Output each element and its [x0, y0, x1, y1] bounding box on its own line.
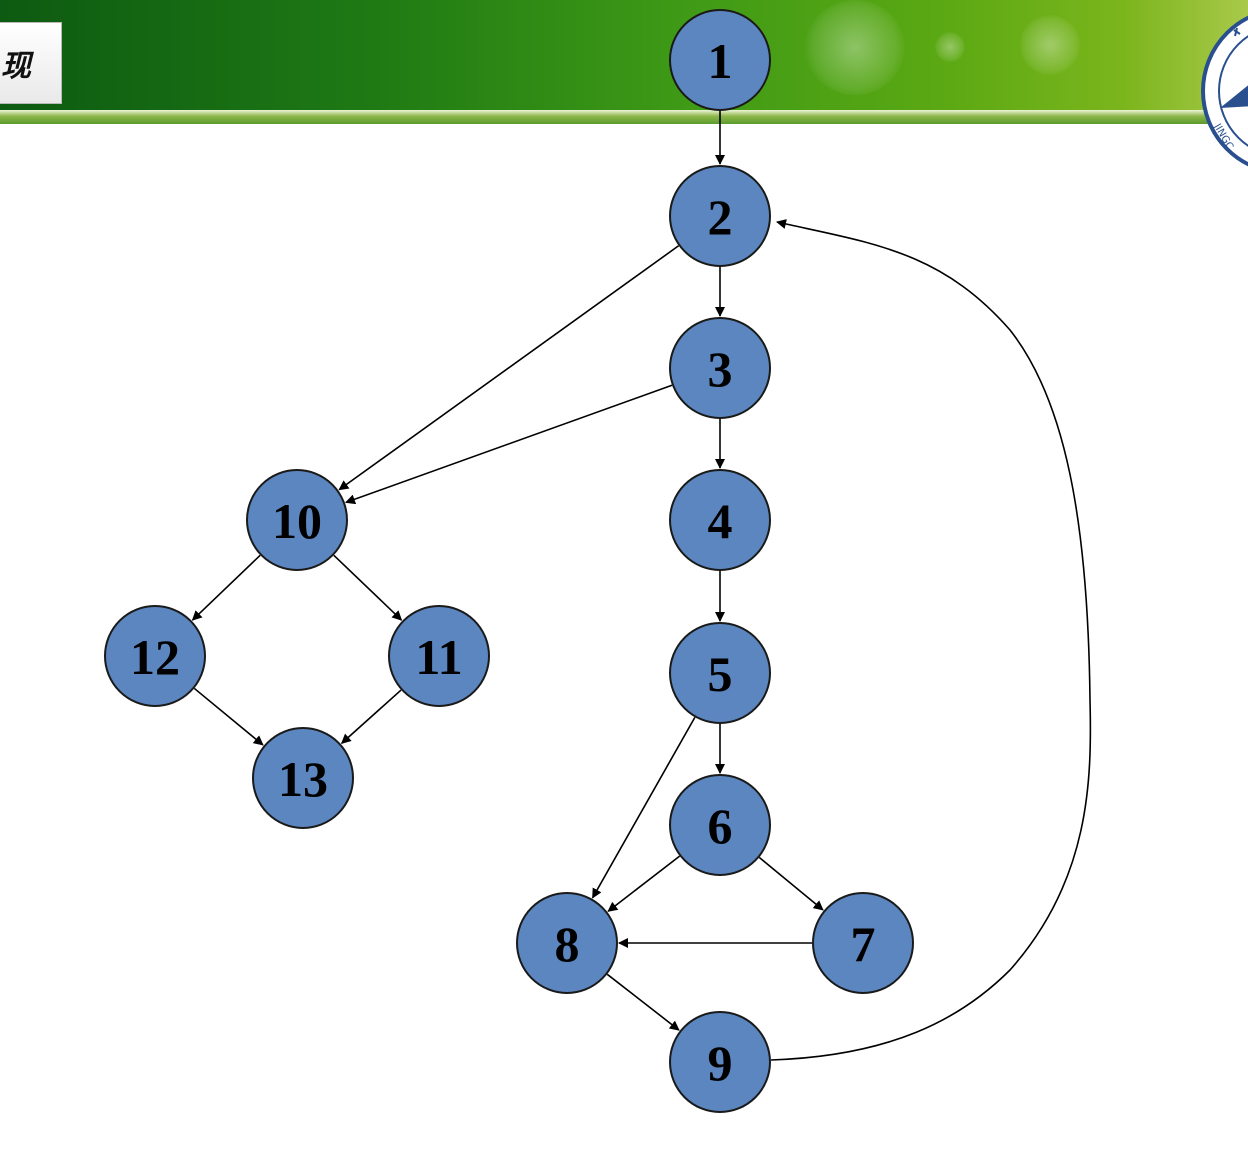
node-circle — [246, 469, 348, 571]
slide-title-box: 现 — [0, 22, 62, 104]
node-2: 2 — [669, 165, 771, 267]
decorative-bubble-medium — [1020, 15, 1080, 75]
node-5: 5 — [669, 622, 771, 724]
node-9: 9 — [669, 1011, 771, 1113]
edge-3-to-10 — [344, 384, 673, 505]
node-12: 12 — [104, 605, 206, 707]
node-circle — [669, 774, 771, 876]
edge-12-to-13 — [193, 687, 264, 746]
node-3: 3 — [669, 317, 771, 419]
node-1: 1 — [669, 9, 771, 111]
node-circle — [669, 622, 771, 724]
node-label: 5 — [708, 646, 733, 702]
node-label: 8 — [555, 916, 580, 972]
node-label: 10 — [272, 493, 322, 549]
decorative-bubble-small — [935, 32, 965, 62]
edge-9-to-2 — [770, 219, 1092, 1061]
node-4: 4 — [669, 469, 771, 571]
node-label: 13 — [278, 751, 328, 807]
decorative-bubble-large — [805, 0, 905, 95]
node-label: 7 — [851, 916, 876, 972]
slide-title: 现 — [1, 49, 31, 84]
node-label: 4 — [708, 493, 733, 549]
edges-layer — [191, 111, 1092, 1061]
edge-11-to-13 — [340, 689, 402, 744]
university-emblem-icon: JINGC — [1201, 15, 1248, 167]
node-circle — [669, 317, 771, 419]
header-stripe — [0, 110, 1248, 124]
node-circle — [812, 892, 914, 994]
edge-5-to-8 — [591, 716, 696, 899]
node-8: 8 — [516, 892, 618, 994]
node-circle — [669, 165, 771, 267]
node-label: 2 — [708, 189, 733, 245]
node-circle — [669, 469, 771, 571]
node-6: 6 — [669, 774, 771, 876]
edge-10-to-12 — [191, 554, 261, 621]
node-label: 11 — [415, 629, 462, 685]
node-circle — [252, 727, 354, 829]
node-circle — [669, 9, 771, 111]
node-circle — [516, 892, 618, 994]
edge-2-to-10 — [338, 245, 680, 491]
node-label: 1 — [708, 33, 733, 89]
node-label: 12 — [130, 629, 180, 685]
node-10: 10 — [246, 469, 348, 571]
edge-8-to-9 — [606, 973, 680, 1031]
node-label: 9 — [708, 1035, 733, 1091]
edge-10-to-11 — [333, 554, 403, 621]
node-11: 11 — [388, 605, 490, 707]
node-circle — [388, 605, 490, 707]
node-label: 6 — [708, 798, 733, 854]
node-circle — [104, 605, 206, 707]
edge-6-to-8 — [607, 855, 681, 912]
node-13: 13 — [252, 727, 354, 829]
header-banner — [0, 0, 1248, 110]
node-circle — [669, 1011, 771, 1113]
node-7: 7 — [812, 892, 914, 994]
node-label: 3 — [708, 341, 733, 397]
edge-6-to-7 — [758, 856, 824, 911]
